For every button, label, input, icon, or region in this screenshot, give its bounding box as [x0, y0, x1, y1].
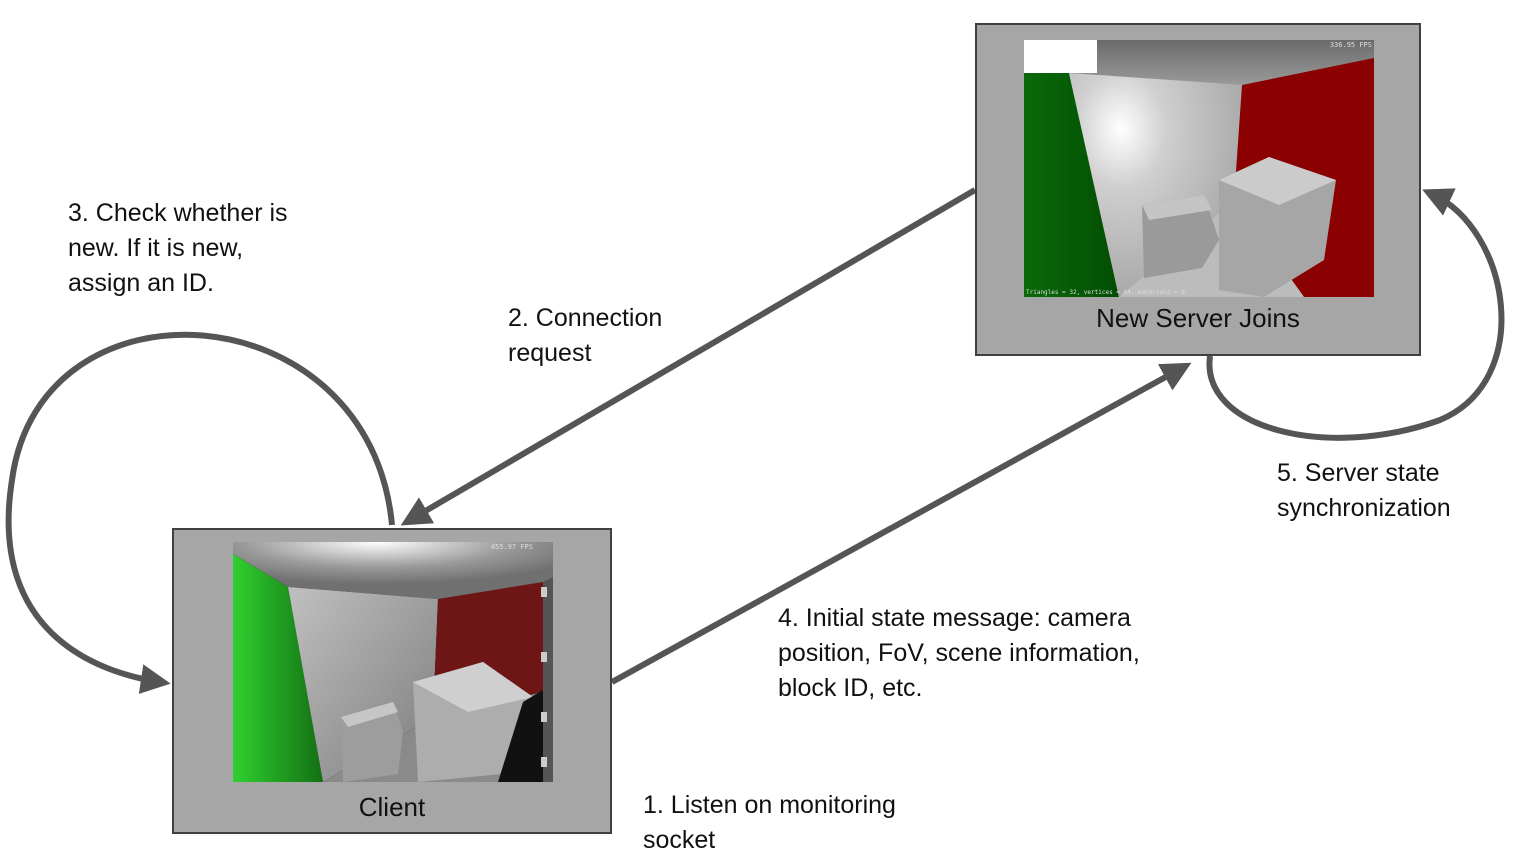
step-2-connection-label: 2. Connection request	[508, 304, 663, 367]
server-scene-stats: Triangles = 32, vertices = 64, materials…	[1026, 289, 1185, 296]
server-render-view: 336.95 FPS Triangles = 32, vertices = 64…	[1024, 40, 1374, 297]
client-label: Client	[358, 792, 426, 822]
client-render-view: 455.97 FPS	[233, 542, 553, 782]
client-box: 455.97 FPS Client	[172, 528, 612, 834]
client-fps-counter: 455.97 FPS	[490, 543, 533, 551]
server-box: 336.95 FPS Triangles = 32, vertices = 64…	[975, 23, 1421, 356]
step-4-initial-state-label: 4. Initial state message: camera positio…	[778, 604, 1140, 702]
server-label: New Server Joins	[1096, 303, 1300, 333]
step-3-check-new-label: 3. Check whether is new. If it is new, a…	[68, 199, 288, 297]
step-5-sync-label: 5. Server state synchronization	[1277, 459, 1451, 522]
step-1-listen-label: 1. Listen on monitoring socket	[643, 791, 896, 854]
server-fps-counter: 336.95 FPS	[1329, 41, 1372, 49]
